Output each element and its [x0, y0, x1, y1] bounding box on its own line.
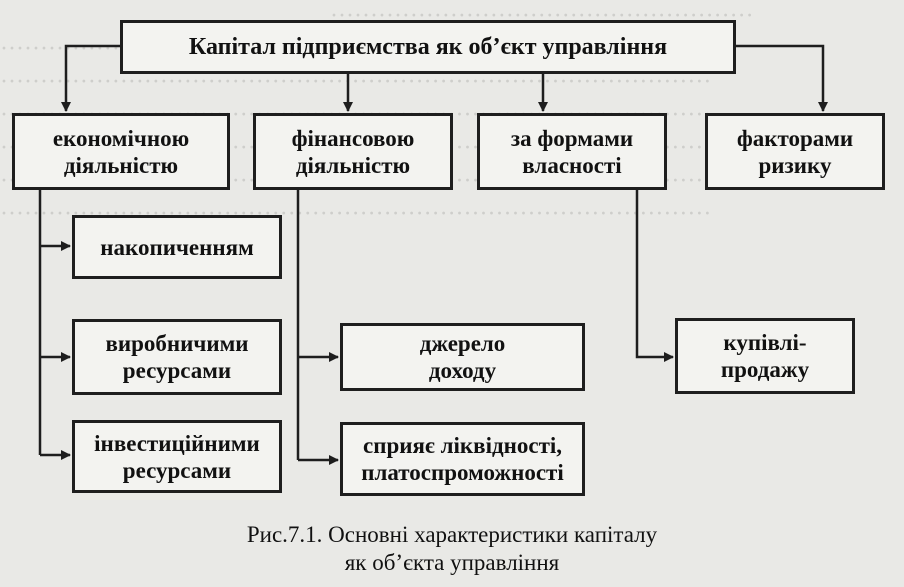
category-economic-label: економічною діяльністю	[52, 125, 190, 178]
figure-caption-line-2: як об’єкта управління	[344, 550, 560, 575]
item-income-box: джерело доходу	[340, 323, 585, 391]
item-income-label: джерело доходу	[419, 331, 506, 383]
item-liquidity-label: сприяє ліквідності, платоспроможності	[361, 433, 564, 485]
category-ownership-label: за формами власності	[510, 125, 634, 178]
category-risk-label: факторами ризику	[736, 125, 854, 178]
item-investment-label: інвестиційними ресурсами	[94, 430, 260, 483]
item-production-box: виробничими ресурсами	[72, 319, 282, 395]
category-financial-label: фінансовою діяльністю	[291, 125, 415, 178]
item-trade-label: купівлі- продажу	[720, 330, 810, 382]
item-trade-box: купівлі- продажу	[675, 318, 855, 394]
item-accumulation-label: накопиченням	[100, 234, 254, 260]
arrow-ownership-to-trade	[635, 188, 674, 362]
category-risk-box: факторами ризику	[705, 113, 885, 190]
item-liquidity-box: сприяє ліквідності, платоспроможності	[340, 422, 585, 496]
category-financial-box: фінансовою діяльністю	[253, 113, 453, 190]
item-accumulation-box: накопиченням	[72, 215, 282, 279]
item-investment-box: інвестиційними ресурсами	[72, 420, 282, 493]
category-economic-box: економічною діяльністю	[12, 113, 230, 190]
item-production-label: виробничими ресурсами	[105, 331, 249, 383]
category-ownership-box: за формами власності	[477, 113, 667, 190]
figure-caption-line-1: Рис.7.1. Основні характеристики капіталу	[246, 522, 658, 547]
diagram-title-box: Капітал підприємства як об’єкт управлінн…	[120, 20, 736, 74]
arrow-title-to-risk	[736, 44, 828, 112]
arrow-title-to-economic	[61, 44, 120, 112]
diagram-title: Капітал підприємства як об’єкт управлінн…	[188, 33, 668, 60]
